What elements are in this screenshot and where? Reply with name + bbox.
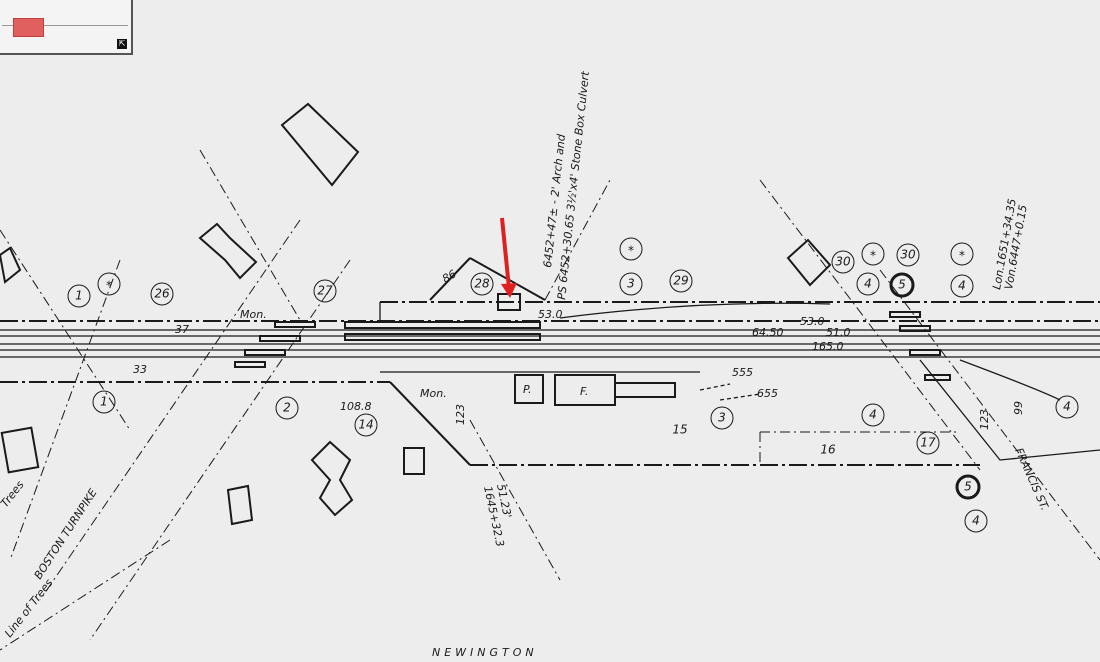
parcel-number: 4: [958, 279, 966, 293]
asterisk-icon: *: [628, 244, 634, 258]
parcel-number: 2: [283, 401, 291, 415]
parcel-number: 4: [869, 408, 877, 422]
dimension: 37: [175, 323, 189, 336]
parcel-number: 16: [820, 443, 836, 457]
line-of-trees-label: Line of Trees: [2, 576, 56, 640]
dimension: 555: [732, 366, 753, 379]
parcel-number: 4: [864, 277, 872, 291]
dimension: 165.0: [812, 340, 844, 353]
parcel-number: 29: [673, 274, 688, 288]
parcel-number: 30: [900, 248, 916, 262]
parcel-number: 1: [100, 395, 108, 409]
asterisk-icon: *: [959, 249, 965, 263]
street-label-boston-turnpike: BOSTON TURNPIKE: [32, 486, 100, 581]
red-arrow-pointer-icon: [500, 217, 517, 298]
buildings: [0, 102, 951, 526]
parcel-number: 14: [358, 418, 373, 432]
dimension: 53.0: [800, 315, 825, 328]
minimap-track: [2, 25, 128, 26]
asterisk-markers: * * * *: [97, 237, 974, 296]
minimap-viewport[interactable]: [13, 18, 44, 37]
parcel-number: 3: [627, 277, 635, 291]
parcel-number: 15: [672, 423, 687, 437]
parcel-number: 5: [964, 480, 972, 494]
parcel-number: 4: [1063, 400, 1071, 414]
dimension: 51.0: [826, 326, 851, 339]
dimension: 33: [133, 363, 147, 376]
parcel-number: 26: [154, 287, 170, 301]
parcel-number: 1: [75, 289, 83, 303]
dimension: 86: [440, 267, 459, 285]
building-label: P.: [523, 383, 532, 396]
parcel-number: 28: [474, 277, 490, 291]
dimension: Mon.: [240, 308, 267, 321]
minimap[interactable]: ⇱: [0, 0, 133, 55]
dimension: 123: [454, 404, 467, 425]
expand-minimap-icon[interactable]: ⇱: [117, 39, 127, 49]
asterisk-icon: *: [870, 249, 876, 263]
building-label: F.: [580, 385, 588, 398]
dimension: Mon.: [420, 387, 447, 400]
town-label: NEWINGTON: [432, 646, 538, 659]
dimension: 53.0: [538, 308, 563, 321]
dimension: 123: [978, 409, 991, 430]
dimension: 655: [757, 387, 778, 400]
dimension: 99: [1012, 401, 1025, 415]
parcel-number: 27: [317, 284, 333, 298]
parcel-number: 5: [898, 278, 906, 292]
parcel-number: 4: [972, 514, 980, 528]
parcel-number: 30: [835, 255, 851, 269]
dimension: 108.8: [340, 400, 372, 413]
asterisk-icon: *: [106, 279, 112, 293]
parcel-number: 17: [920, 436, 936, 450]
dimension: 64.50: [752, 326, 784, 339]
trees-label: Trees: [0, 478, 27, 510]
parcel-markers: 1 26 27 28 3 29 30 4 5 30 4 1 2 14 15 3 …: [67, 243, 1079, 533]
dimension-labels: 37 33 Mon. 86 53.0 64.50 51.0 165.0 53.0…: [133, 267, 1025, 430]
parcel-number: 3: [718, 411, 726, 425]
